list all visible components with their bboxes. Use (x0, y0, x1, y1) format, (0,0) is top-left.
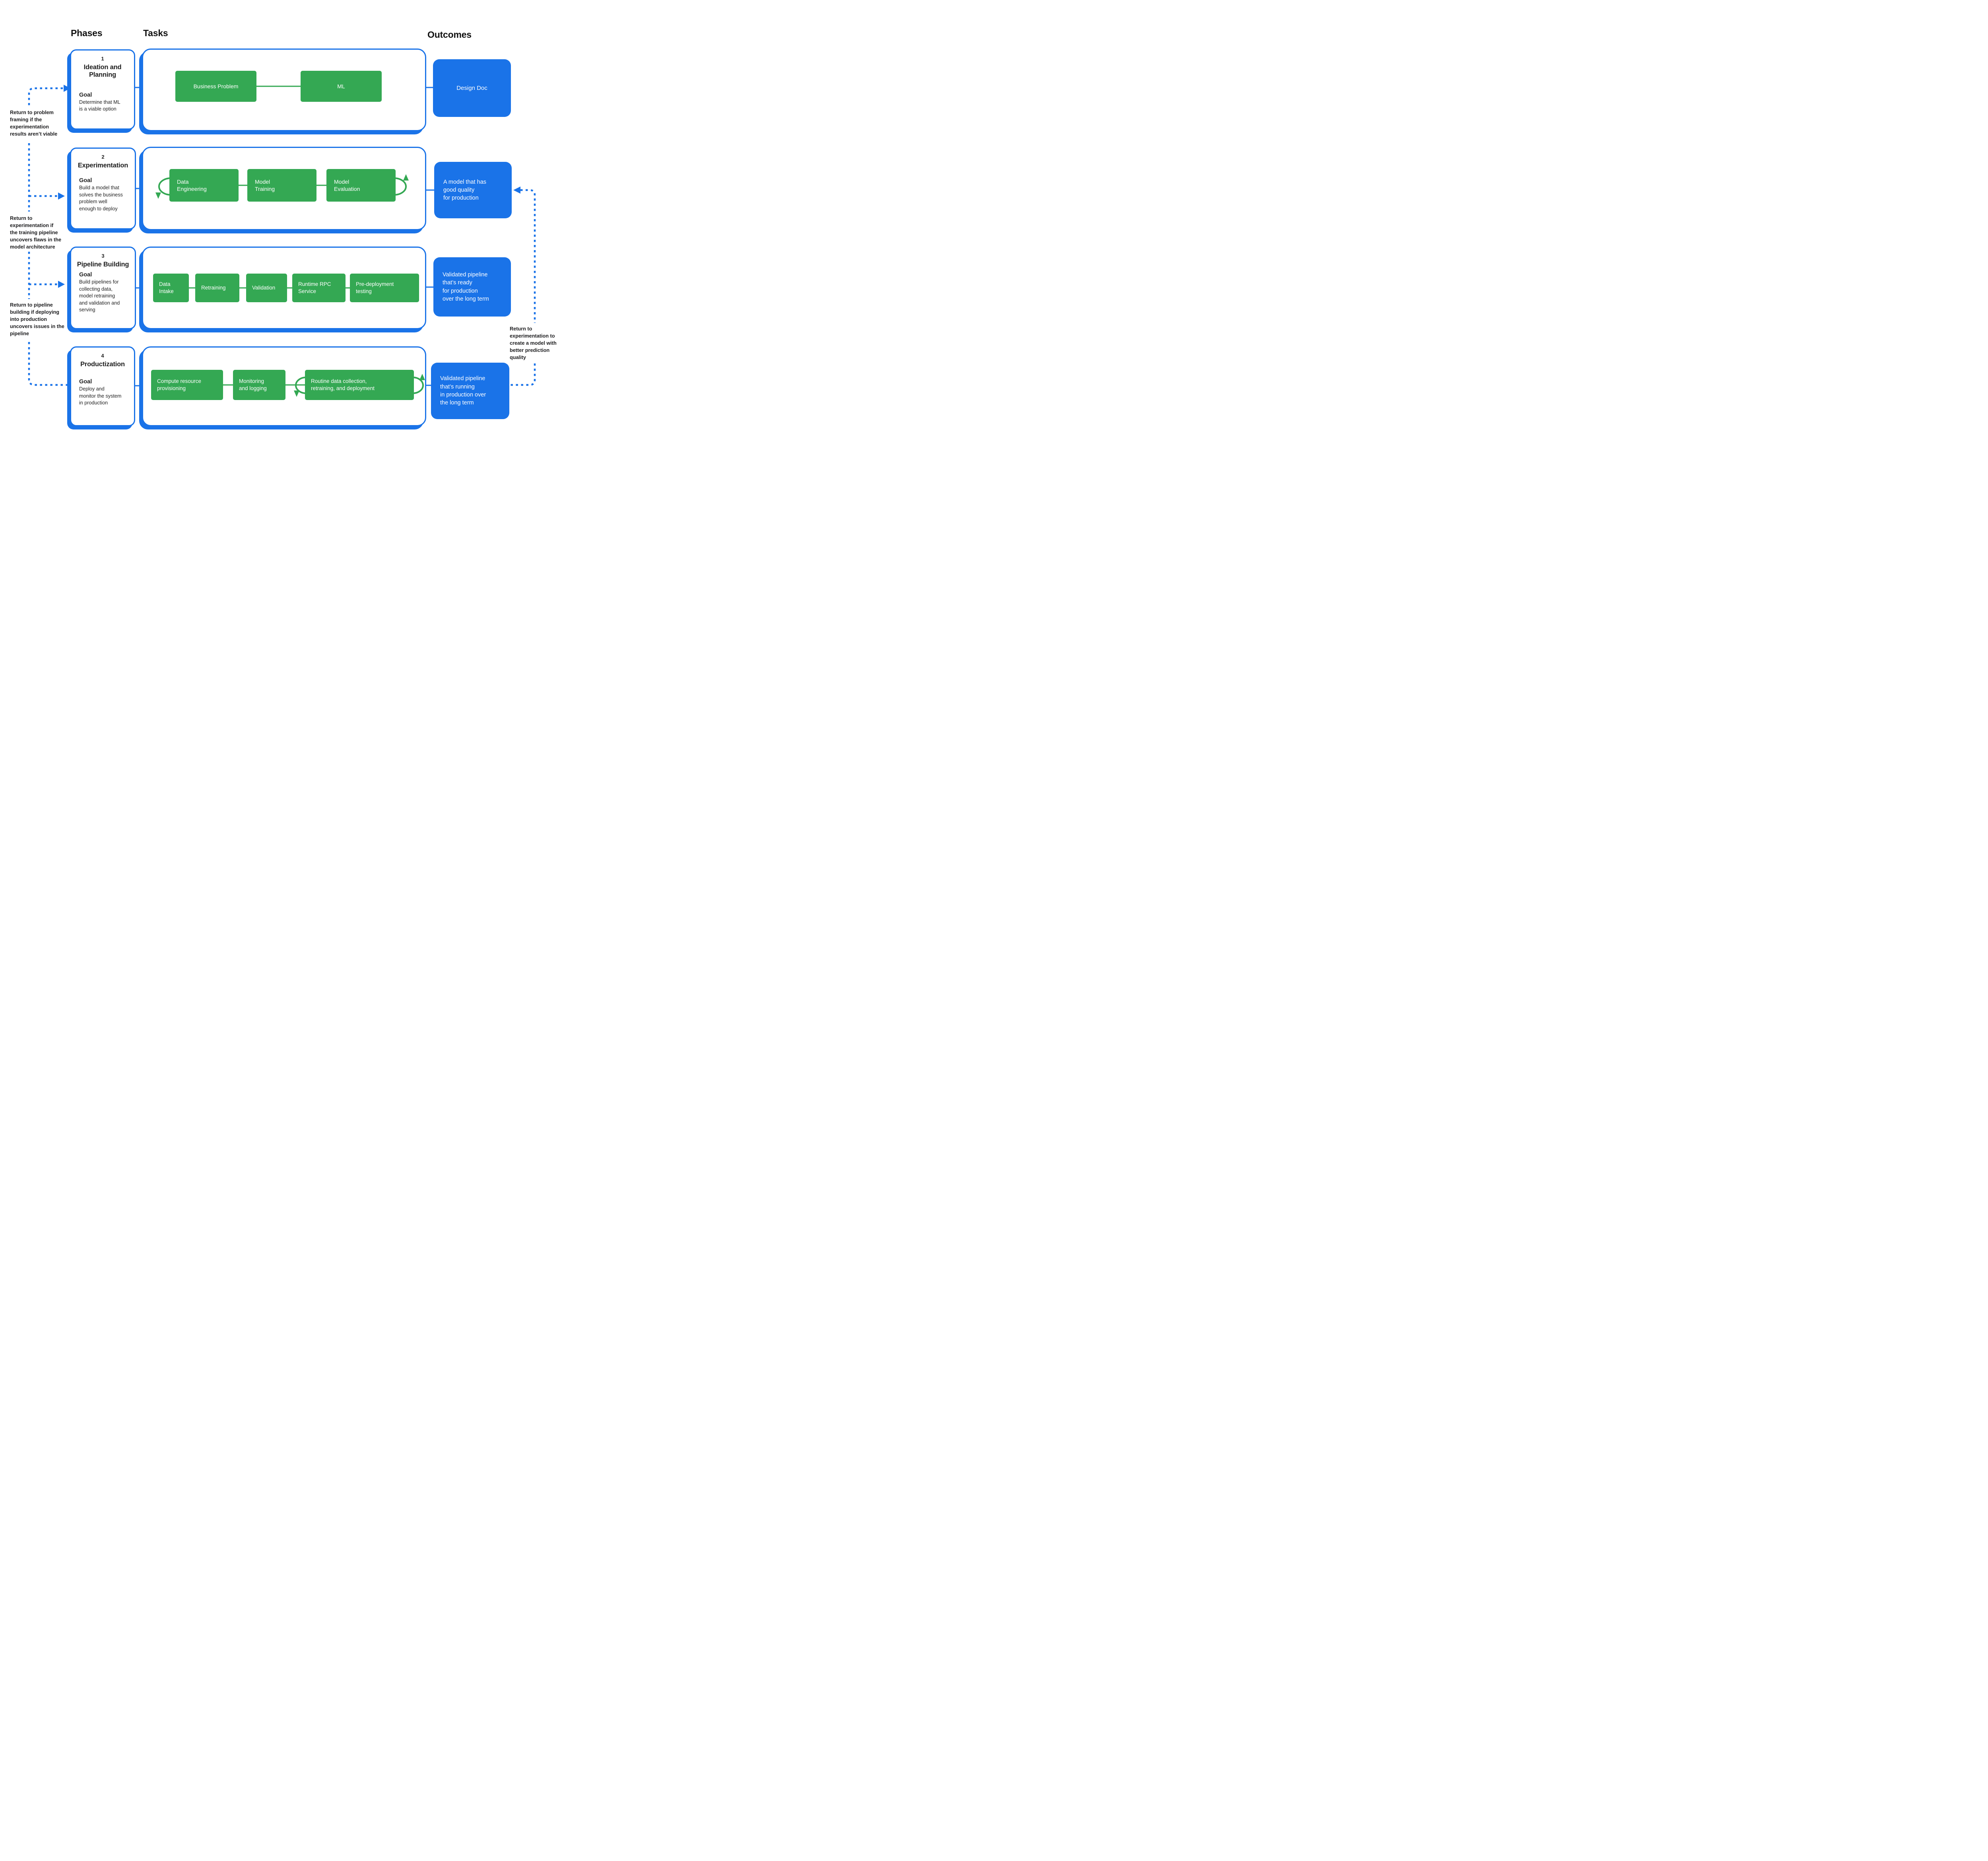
phase-title: Pipeline Building (77, 261, 129, 268)
phase-title: Ideation and Planning (83, 64, 122, 79)
arrowhead-right-icon (58, 192, 65, 200)
goal-text: Build a model that solves the business p… (79, 185, 123, 212)
phase-card-pipeline-building: 3 Pipeline Building Goal Build pipelines… (70, 247, 136, 329)
task-ml: ML (301, 71, 382, 102)
task-monitoring-and-logging: Monitoring and logging (233, 370, 285, 400)
outcome-good-quality-model: A model that has good quality for produc… (434, 162, 512, 218)
phase-card-experimentation: 2 Experimentation Goal Build a model tha… (70, 148, 136, 229)
arrowhead-right-icon (58, 281, 65, 288)
phase-card-ideation-planning: 1 Ideation and Planning Goal Determine t… (70, 49, 135, 130)
task-data-engineering: Data Engineering (169, 169, 239, 202)
goal-label: Goal (79, 91, 92, 98)
outcome-validated-pipeline-running: Validated pipeline that’s running in pro… (431, 363, 509, 419)
task-compute-resource-provisioning: Compute resource provisioning (151, 370, 223, 400)
annotation-return-problem-framing: Return to problem framing if the experim… (10, 110, 58, 137)
blue-connector-lines (135, 87, 434, 387)
task-data-intake: Data Intake (153, 274, 189, 302)
phase-number: 1 (101, 56, 104, 62)
outcome-validated-pipeline-ready: Validated pipeline that’s ready for prod… (433, 257, 511, 317)
goal-text: Build pipelines for collecting data, mod… (79, 279, 120, 313)
outcome-design-doc: Design Doc (433, 59, 511, 117)
phase-title: Experimentation (78, 162, 128, 169)
task-retraining: Retraining (195, 274, 239, 302)
phase-number: 4 (101, 353, 104, 359)
arrowhead-left-icon (513, 186, 520, 194)
annotation-return-pipeline-building: Return to pipeline building if deploying… (10, 302, 64, 337)
tasks-column-header: Tasks (143, 28, 168, 38)
task-model-training: Model Training (247, 169, 316, 202)
goal-label: Goal (79, 272, 92, 278)
phase-number: 2 (101, 154, 105, 160)
phases-column-header: Phases (71, 28, 103, 38)
arrowhead-right-icon (64, 85, 70, 92)
task-validation: Validation (246, 274, 287, 302)
goal-label: Goal (79, 379, 92, 385)
task-routine-collection-retraining-deployment: Routine data collection, retraining, and… (305, 370, 414, 400)
task-model-evaluation: Model Evaluation (326, 169, 396, 202)
outcomes-column-header: Outcomes (427, 29, 472, 40)
task-runtime-rpc-service: Runtime RPC Service (292, 274, 346, 302)
task-pre-deployment-testing: Pre-deployment testing (350, 274, 419, 302)
annotation-return-experimentation-quality: Return to experimentation to create a mo… (510, 326, 557, 361)
annotation-return-experimentation: Return to experimentation if the trainin… (10, 216, 62, 250)
phase-title: Productization (80, 361, 125, 368)
goal-label: Goal (79, 177, 92, 184)
phase-number: 3 (101, 253, 105, 259)
phase-card-productization: 4 Productization Goal Deploy and monitor… (70, 346, 135, 426)
ml-phases-diagram: Phases Tasks Outcomes 1 Ideation and Pla… (0, 0, 564, 467)
goal-text: Deploy and monitor the system in product… (79, 386, 122, 406)
goal-text: Determine that ML is a viable option (79, 99, 120, 112)
task-business-problem: Business Problem (175, 71, 256, 102)
